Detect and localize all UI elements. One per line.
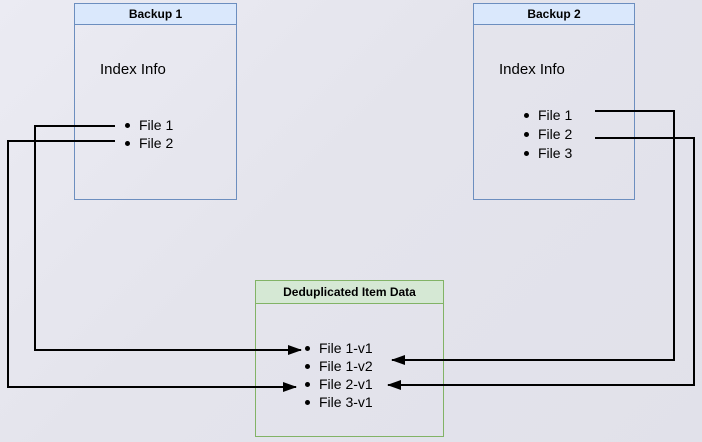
backup2-index-info-label: Index Info xyxy=(499,61,565,78)
backup1-title: Backup 1 xyxy=(75,4,236,25)
file-label: File 2 xyxy=(139,135,174,151)
bullet-icon xyxy=(305,381,310,387)
list-item: File 1-v2 xyxy=(305,357,373,375)
list-item: File 1-v1 xyxy=(305,339,373,357)
file-label: File 1 xyxy=(139,117,174,133)
backup2-title: Backup 2 xyxy=(474,4,634,25)
item-label: File 1-v1 xyxy=(319,340,373,356)
bullet-icon xyxy=(524,113,529,118)
item-label: File 2-v1 xyxy=(319,376,373,392)
bullet-icon xyxy=(305,399,310,405)
dedup-box: Deduplicated Item Data File 1-v1 File 1-… xyxy=(255,280,444,437)
list-item: File 1 xyxy=(125,116,173,134)
item-label: File 3-v1 xyxy=(319,394,373,410)
list-item: File 2-v1 xyxy=(305,375,373,393)
item-label: File 1-v2 xyxy=(319,358,373,374)
dedup-item-list: File 1-v1 File 1-v2 File 2-v1 File 3-v1 xyxy=(305,339,373,411)
list-item: File 3 xyxy=(524,144,572,163)
file-label: File 1 xyxy=(538,107,573,123)
backup1-index-info-label: Index Info xyxy=(100,61,166,78)
bullet-icon xyxy=(305,345,310,351)
backup2-box: Backup 2 Index Info File 1 File 2 File 3 xyxy=(473,3,635,200)
file-label: File 2 xyxy=(538,126,573,142)
backup1-file-list: File 1 File 2 xyxy=(125,116,173,152)
file-label: File 3 xyxy=(538,145,573,161)
bullet-icon xyxy=(305,363,310,369)
dedup-title: Deduplicated Item Data xyxy=(256,281,443,304)
backup2-file-list: File 1 File 2 File 3 xyxy=(524,106,572,163)
list-item: File 2 xyxy=(524,125,572,144)
list-item: File 1 xyxy=(524,106,572,125)
bullet-icon xyxy=(125,140,130,146)
bullet-icon xyxy=(125,122,130,128)
list-item: File 2 xyxy=(125,134,173,152)
bullet-icon xyxy=(524,151,529,156)
bullet-icon xyxy=(524,132,529,137)
list-item: File 3-v1 xyxy=(305,393,373,411)
backup1-box: Backup 1 Index Info File 1 File 2 xyxy=(74,3,237,200)
